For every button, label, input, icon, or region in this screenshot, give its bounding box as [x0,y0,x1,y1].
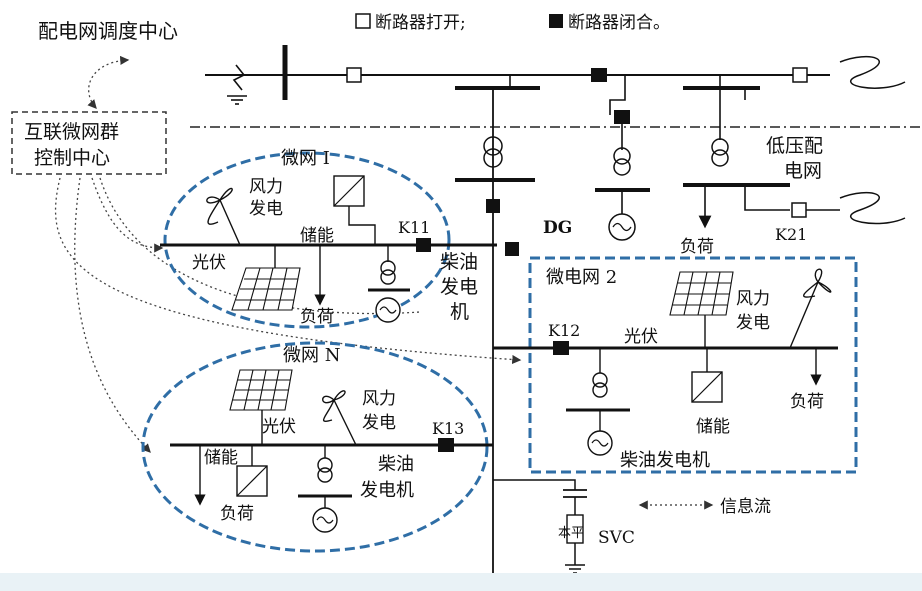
mgN-wind-line1: 风力 [362,389,396,409]
dg-label: DG [543,218,572,238]
transformer-icon-mg1 [380,260,396,285]
mgN-load-label: 负荷 [220,504,254,524]
bottom-strip [0,573,922,591]
transformer-icon-mgN [317,457,333,483]
lightning-ground-icon [227,64,247,105]
k13-label: K13 [432,419,464,438]
mg1-wind-line1: 风力 [249,177,283,197]
mg2-wind-line1: 风力 [736,289,770,309]
k21-label: K21 [775,225,807,244]
mg1-load-label: 负荷 [300,307,334,327]
info-flow-label: 信息流 [720,497,771,517]
svc-thyristor-icon: 本平 [558,526,584,541]
mg2-storage-label: 储能 [696,417,730,437]
breaker-closed-k13 [438,438,454,452]
mgN-diesel-line1: 柴油 [378,454,414,475]
legend-open-label: 断路器打开; [375,13,466,33]
diesel-left-c1: 柴油 [440,251,478,273]
breaker-closed-k11 [416,238,431,252]
k12-label: K12 [548,321,580,340]
mg2-diesel-label: 柴油发电机 [620,450,710,471]
breaker-open-top-1 [346,67,362,83]
line-continuation-icon-top [839,55,906,89]
breaker-closed-main-2 [505,242,519,256]
interconnect-center-line2: 控制中心 [34,147,110,169]
open-breaker-legend-icon [355,13,371,29]
transformer-icon-main [483,136,503,168]
pv-panel-icon-mg2 [669,271,734,316]
lv-load-label: 负荷 [680,237,714,257]
wind-turbine-icon-mg2 [789,268,832,349]
mg1-wind-line2: 发电 [249,199,283,219]
mg1-storage-label: 储能 [300,226,334,246]
transformer-icon-mg2 [592,372,608,398]
k11-label: K11 [398,218,430,237]
pv-panel-icon-mg1 [231,267,301,311]
interconnect-control-center-box [11,111,167,175]
mgN-diesel-line2: 发电机 [360,480,414,501]
lv-network-line2: 电网 [784,160,822,182]
microgrid2-title: 微电网 2 [546,267,617,288]
mg2-wind-line2: 发电 [736,313,770,333]
diesel-left-c2: 发电 [440,276,478,298]
closed-breaker-legend-icon [549,14,563,28]
microgridN-boundary [141,341,489,553]
diesel-left-c3: 机 [450,301,469,323]
lv-network-line1: 低压配 [766,135,823,157]
breaker-open-top-2 [792,67,808,83]
mgN-pv-label: 光伏 [262,417,296,437]
pv-panel-icon-mgN [229,369,293,411]
mg2-pv-label: 光伏 [624,327,658,347]
breaker-closed-top [591,68,607,82]
microgrid1-boundary [163,151,451,329]
mg2-load-label: 负荷 [790,392,824,412]
breaker-closed-main [486,199,500,213]
mgN-storage-label: 储能 [204,448,238,468]
interconnect-center-line1: 互联微网群 [24,121,119,143]
microgrid1-title: 微网 I [281,148,330,169]
mgN-wind-line2: 发电 [362,413,396,433]
breaker-closed-dg [614,110,630,124]
breaker-open-k21 [791,202,807,218]
dispatch-center-title: 配电网调度中心 [38,19,178,43]
wind-turbine-icon-mgN [322,390,357,446]
wind-turbine-icon-mg1 [206,187,241,246]
svc-label: SVC [598,528,635,548]
line-continuation-icon-lv [839,191,906,225]
breaker-closed-k12 [553,341,569,355]
info-flow-arrows [54,55,522,453]
legend-closed-label: 断路器闭合。 [568,13,670,33]
mg1-pv-label: 光伏 [192,253,226,273]
microgridN-title: 微网 N [283,345,340,366]
transformer-icon-dg [613,147,631,176]
transformer-icon-lv [711,138,729,167]
